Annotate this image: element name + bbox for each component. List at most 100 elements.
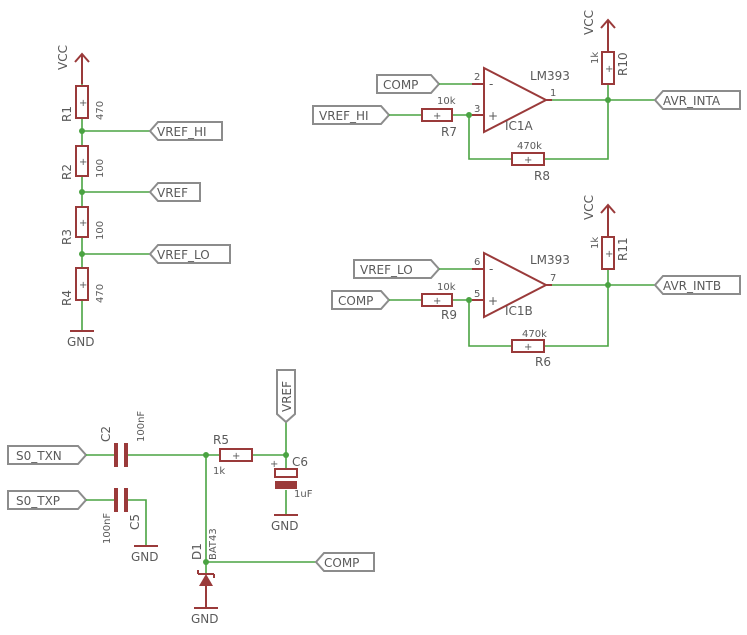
svg-text:COMP: COMP — [338, 294, 373, 308]
svg-text:COMP: COMP — [324, 556, 359, 570]
r8-value: 470k — [517, 141, 542, 152]
svg-text:VREF_HI: VREF_HI — [319, 109, 369, 123]
resistor-r9: + 10k R9 — [421, 282, 457, 322]
r5-value: 1k — [213, 466, 225, 477]
svg-text:+: + — [270, 459, 278, 470]
svg-text:VREF_LO: VREF_LO — [360, 263, 413, 277]
r4-name: R4 — [60, 290, 74, 306]
r7-name: R7 — [441, 125, 457, 139]
net-label-vref-hi: VREF_HI — [148, 121, 223, 141]
r10-value: 1k — [590, 52, 601, 64]
net-label-s0-txn: S0_TXN — [7, 445, 88, 465]
vcc-label-b: VCC — [582, 195, 596, 220]
comparator-ic1b: - + 6 5 7 LM393 IC1B — [472, 251, 570, 319]
ic1b-name: IC1B — [505, 304, 533, 318]
resistor-r7: + 10k R7 — [421, 96, 457, 139]
ic1a-part: LM393 — [530, 69, 570, 83]
r4-value: 470 — [95, 284, 106, 303]
capacitor-c6: + C6 1uF — [270, 455, 313, 500]
voltage-divider: VCC + R1 470 + R2 100 + — [56, 45, 231, 349]
svg-text:VREF: VREF — [280, 381, 294, 412]
svg-text:GND: GND — [191, 612, 219, 626]
c6-name: C6 — [292, 455, 308, 469]
svg-text:+: + — [524, 342, 532, 353]
vcc-symbol-divider: VCC — [56, 45, 90, 84]
c5-name: C5 — [128, 514, 142, 530]
gnd-symbol-c5: GND — [131, 545, 159, 564]
svg-text:6: 6 — [474, 257, 480, 268]
svg-text:-: - — [489, 262, 493, 276]
svg-text:VREF_LO: VREF_LO — [157, 248, 210, 262]
net-label-vref-lo-b: VREF_LO — [353, 259, 441, 279]
svg-text:-: - — [489, 77, 493, 91]
r6-value: 470k — [522, 329, 547, 340]
svg-text:+: + — [433, 111, 441, 122]
svg-text:GND: GND — [271, 519, 299, 533]
c5-value: 100nF — [102, 513, 113, 544]
ic1b-part: LM393 — [530, 253, 570, 267]
r1-value: 470 — [95, 101, 106, 120]
svg-text:3: 3 — [474, 104, 480, 115]
svg-text:5: 5 — [474, 289, 480, 300]
r3-value: 100 — [95, 221, 106, 240]
comparator-stage-a: COMP VREF_HI + 10k R7 + 470k R8 — [312, 10, 741, 183]
r2-name: R2 — [60, 164, 74, 180]
r8-name: R8 — [534, 169, 550, 183]
net-label-vref-lo: VREF_LO — [148, 244, 231, 264]
vcc-label-a: VCC — [582, 10, 596, 35]
r11-name: R11 — [616, 237, 630, 261]
resistor-r8: + 470k R8 — [511, 141, 550, 183]
net-label-avr-intb: AVR_INTB — [653, 275, 741, 295]
svg-text:VREF: VREF — [157, 186, 188, 200]
net-label-s0-txp: S0_TXP — [7, 490, 88, 510]
c2-name: C2 — [99, 426, 113, 442]
ic1a-name: IC1A — [505, 119, 534, 133]
c6-value: 1uF — [294, 489, 313, 500]
capacitor-c2: C2 100nF — [99, 411, 147, 467]
resistor-r11: VCC + 1k R11 — [582, 195, 630, 270]
net-label-comp-a: COMP — [376, 74, 441, 94]
resistor-r2: + R2 100 — [60, 145, 106, 180]
input-rectifier: S0_TXN S0_TXP C2 100nF 100nF — [7, 369, 375, 626]
svg-text:VREF_HI: VREF_HI — [157, 125, 207, 139]
svg-text:S0_TXN: S0_TXN — [16, 449, 62, 463]
svg-text:+: + — [79, 218, 87, 229]
r10-name: R10 — [616, 52, 630, 76]
r2-value: 100 — [95, 159, 106, 178]
svg-text:+: + — [524, 155, 532, 166]
c2-value: 100nF — [136, 411, 147, 442]
vcc-label: VCC — [56, 45, 70, 70]
comparator-ic1a: - + 2 3 1 LM393 IC1A — [472, 66, 570, 134]
resistor-r3: + R3 100 — [60, 206, 106, 245]
svg-text:7: 7 — [550, 273, 556, 284]
r7-value: 10k — [437, 96, 456, 107]
gnd-symbol-d1: GND — [191, 607, 219, 626]
r9-value: 10k — [437, 282, 456, 293]
net-label-avr-inta: AVR_INTA — [653, 90, 741, 110]
r6-name: R6 — [535, 355, 551, 369]
comparator-stage-b: VREF_LO COMP + 10k R9 + 470k R6 — [331, 195, 741, 369]
r5-name: R5 — [213, 433, 229, 447]
svg-text:2: 2 — [474, 72, 480, 83]
net-label-comp-b: COMP — [331, 290, 391, 310]
capacitor-c5: 100nF C5 — [102, 488, 142, 544]
diode-d1: D1 BAT43 — [190, 528, 219, 608]
net-label-vref: VREF — [148, 182, 201, 202]
net-label-vref-vertical: VREF — [276, 369, 296, 424]
svg-text:S0_TXP: S0_TXP — [16, 494, 60, 508]
net-label-comp-out: COMP — [314, 552, 375, 572]
svg-text:+: + — [605, 249, 613, 260]
resistor-r4: + R4 470 — [60, 267, 106, 306]
r11-value: 1k — [590, 237, 601, 249]
gnd-symbol-c6: GND — [271, 514, 299, 533]
svg-text:AVR_INTA: AVR_INTA — [663, 94, 721, 108]
svg-text:+: + — [605, 64, 613, 75]
svg-text:+: + — [488, 294, 498, 308]
resistor-r5: + R5 1k — [213, 433, 253, 477]
resistor-r10: VCC + 1k R10 — [582, 10, 630, 85]
resistor-r6: + 470k R6 — [511, 329, 551, 369]
gnd-symbol-divider: GND — [67, 330, 95, 349]
d1-name: D1 — [190, 543, 204, 560]
net-label-vref-hi-a: VREF_HI — [312, 105, 391, 125]
